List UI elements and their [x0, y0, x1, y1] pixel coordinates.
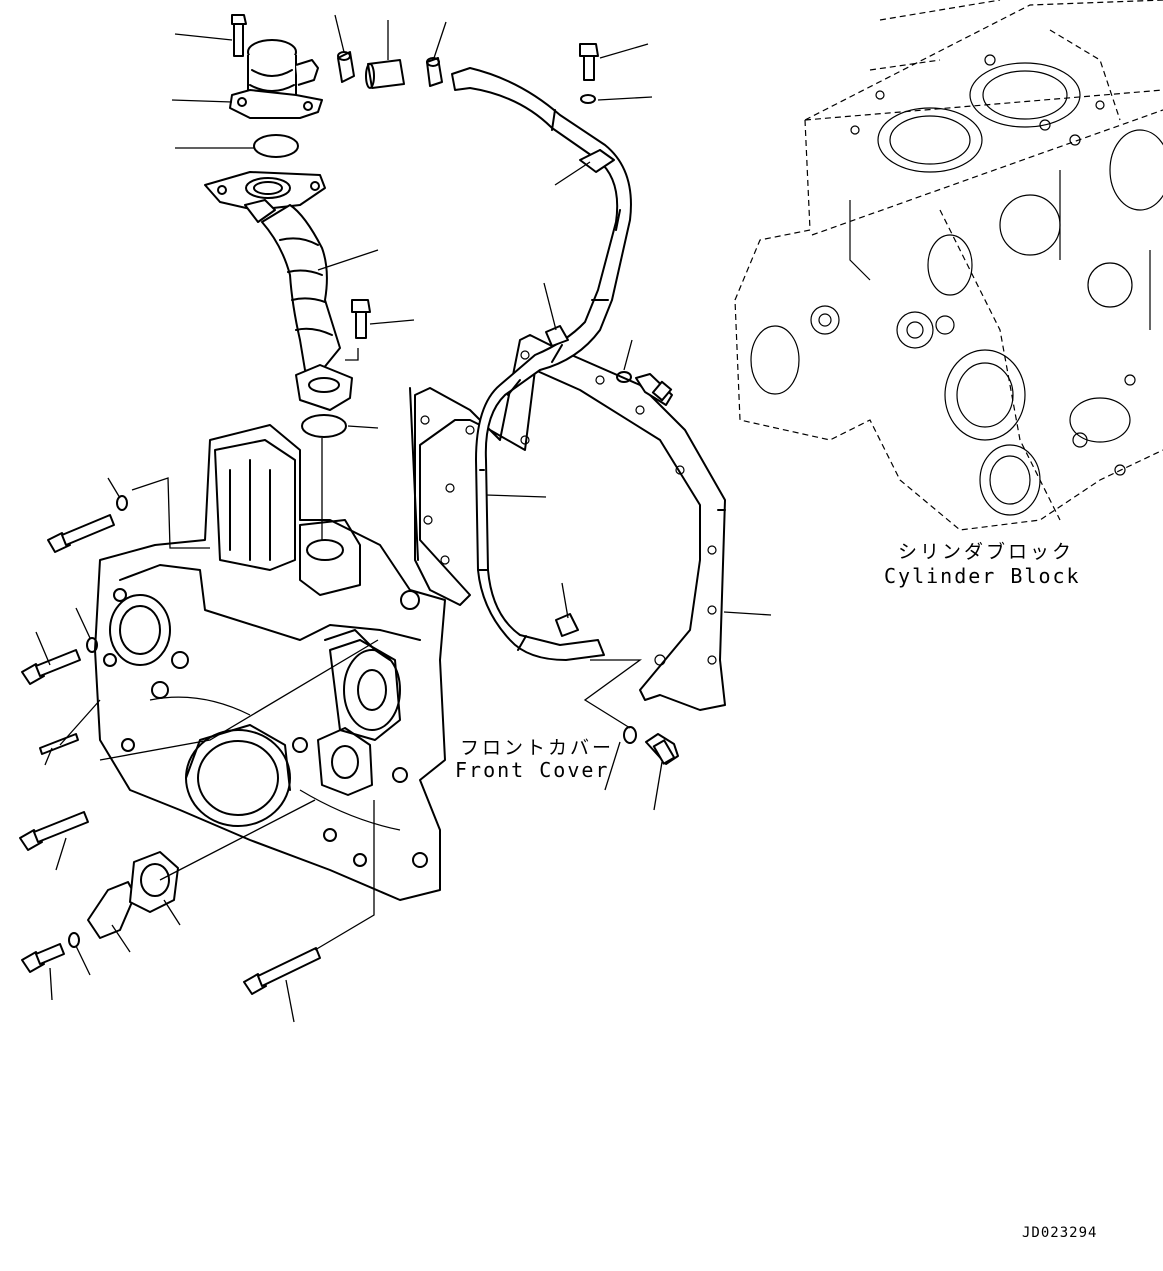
- cylinder-block: [734, 0, 1163, 531]
- front-cover-label-jp: フロントカバー: [460, 737, 615, 759]
- leader-lines: [35, 14, 772, 1023]
- hose-clamps: [337, 51, 443, 89]
- front-cover-gasket: [409, 334, 726, 711]
- bolts-washers: [19, 14, 679, 995]
- front-cover-label-en: Front Cover: [455, 758, 610, 782]
- breather-tube: [451, 67, 632, 661]
- drawing-number: JD023294: [1022, 1225, 1098, 1241]
- cylinder-block-label-jp: シリンダブロック: [898, 541, 1075, 563]
- cylinder-block-label-en: Cylinder Block: [884, 564, 1081, 588]
- breather-assembly: [204, 39, 353, 438]
- front-cover: [94, 424, 446, 901]
